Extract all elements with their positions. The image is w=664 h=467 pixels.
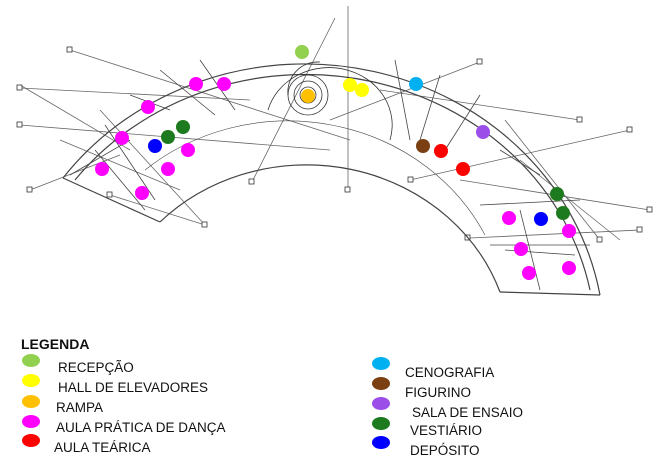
marker-rampa — [301, 89, 315, 103]
legend-swatch-rampa — [22, 395, 40, 408]
marker-teorica — [456, 162, 470, 176]
marker-danca — [181, 143, 195, 157]
legend: LEGENDA RECEPÇÃO HALL DE ELEVADORES RAMPA A… — [0, 330, 664, 467]
marker-deposito — [534, 212, 548, 226]
legend-label-hall: HALL DE ELEVADORES — [58, 380, 209, 395]
legend-label-deposito: DEPÓSITO — [410, 443, 480, 458]
marker-deposito — [148, 139, 162, 153]
legend-label-ensaio: SALA DE ENSAIO — [412, 405, 524, 420]
marker-danca — [161, 162, 175, 176]
legend-swatch-cenografia — [372, 357, 390, 370]
marker-danca — [562, 224, 576, 238]
marker-teorica — [434, 144, 448, 158]
marker-danca — [502, 211, 516, 225]
marker-hall — [343, 78, 357, 92]
interior-walls — [69, 59, 590, 291]
marker-vestiario — [556, 206, 570, 220]
legend-swatch-ensaio — [372, 397, 390, 410]
legend-swatch-teorica — [22, 434, 40, 447]
legend-label-figurino: FIGURINO — [405, 385, 471, 400]
marker-danca — [514, 242, 528, 256]
marker-danca — [562, 261, 576, 275]
legend-label-teorica: AULA TEÁRICA — [54, 440, 151, 455]
legend-swatch-deposito — [372, 436, 390, 449]
marker-danca — [135, 186, 149, 200]
marker-danca — [217, 77, 231, 91]
floor-plan — [16, 6, 653, 296]
legend-label-recepcao: RECEPÇÃO — [58, 360, 134, 375]
legend-swatch-recepcao — [22, 354, 40, 367]
plan-markers — [95, 45, 576, 280]
marker-danca — [189, 77, 203, 91]
legend-title: LEGENDA — [21, 336, 90, 352]
marker-danca — [115, 131, 129, 145]
legend-label-rampa: RAMPA — [56, 400, 104, 415]
marker-danca — [141, 100, 155, 114]
legend-swatch-hall — [22, 374, 40, 387]
legend-swatch-danca — [22, 415, 40, 428]
legend-label-cenografia: CENOGRAFIA — [405, 365, 495, 380]
marker-vestiario — [161, 130, 175, 144]
site-lines — [19, 6, 651, 241]
building-outline — [62, 63, 601, 296]
marker-recepcao — [295, 45, 309, 59]
marker-figurino — [416, 139, 430, 153]
legend-label-danca: AULA PRÁTICA DE DANÇA — [56, 420, 226, 435]
spiral-stair — [267, 61, 393, 141]
marker-ensaio — [476, 125, 490, 139]
marker-vestiario — [176, 120, 190, 134]
legend-swatch-vestiario — [372, 417, 390, 430]
marker-danca — [522, 266, 536, 280]
marker-vestiario — [550, 187, 564, 201]
legend-swatch-figurino — [372, 377, 390, 390]
marker-danca — [95, 162, 109, 176]
marker-hall — [355, 83, 369, 97]
legend-label-vestiario: VESTIÁRIO — [410, 423, 483, 438]
marker-cenografia — [409, 77, 423, 91]
